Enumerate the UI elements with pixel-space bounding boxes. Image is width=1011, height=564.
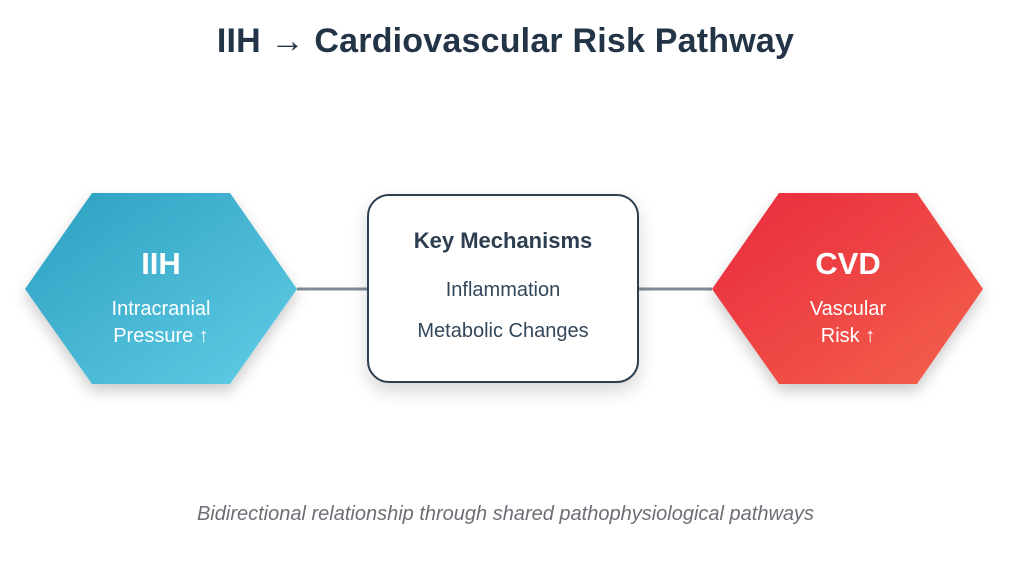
mechanism-item-inflammation: Inflammation [445, 279, 561, 301]
iih-heading: IIH [141, 246, 181, 281]
iih-node: IIH Intracranial Pressure ↑ [61, 246, 261, 350]
cvd-subtext: Vascular Risk ↑ [748, 296, 948, 350]
cvd-subtext-line1: Vascular [809, 298, 887, 320]
iih-subtext-line1: Intracranial [111, 298, 211, 320]
diagram-caption: Bidirectional relationship through share… [196, 503, 815, 525]
cvd-hexagon [712, 193, 983, 384]
diagram-title: IIH → Cardiovascular Risk Pathway [216, 22, 795, 60]
cvd-subtext-line2: Risk ↑ [820, 325, 876, 347]
cvd-node: CVD Vascular Risk ↑ [748, 246, 948, 350]
iih-hexagon [25, 193, 297, 384]
iih-subtext-line2: Pressure ↑ [113, 325, 209, 347]
key-mechanisms-box: Key Mechanisms Inflammation Metabolic Ch… [367, 194, 639, 383]
iih-subtext: Intracranial Pressure ↑ [61, 296, 261, 350]
key-mechanisms-heading: Key Mechanisms [413, 228, 593, 253]
mechanism-item-metabolic: Metabolic Changes [417, 320, 589, 342]
cvd-heading: CVD [815, 246, 881, 281]
